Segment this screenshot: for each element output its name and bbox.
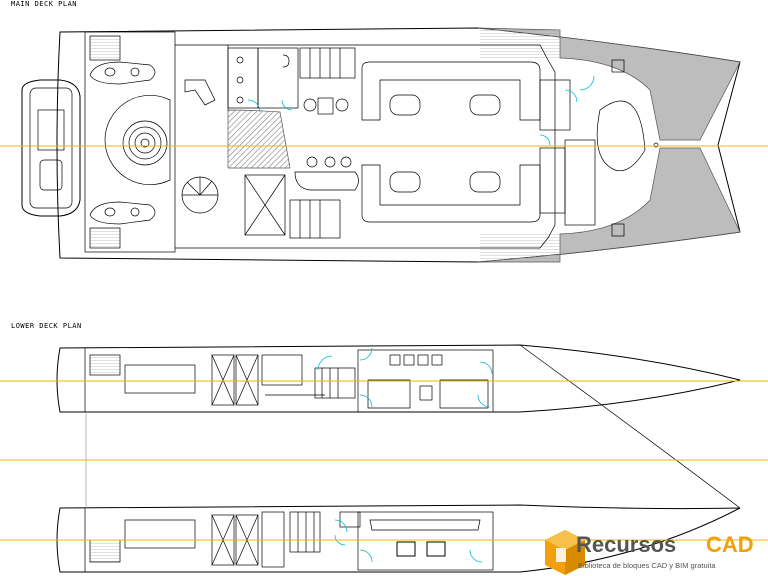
tender-boat: [21, 79, 81, 217]
spiral-stair: [181, 176, 219, 214]
main-deck-title: MAIN DECK PLAN: [11, 0, 78, 8]
main-deck-plan: [21, 27, 741, 263]
lower-deck-title: LOWER DECK PLAN: [11, 322, 82, 330]
lower-deck-plan: [56, 344, 741, 573]
watermark-brand-part1: Recursos: [576, 532, 676, 557]
main-deck-doors: [247, 75, 595, 146]
jet-ski-bottom: [89, 201, 156, 225]
jacuzzi: [104, 94, 171, 186]
watermark-brand-part2: CAD: [706, 532, 754, 557]
watermark-tagline: Biblioteca de bloques CAD y BIM gratuita: [578, 561, 716, 570]
recursoscad-logo-icon: [545, 530, 585, 575]
jet-ski-top: [89, 61, 156, 85]
recursoscad-watermark: Recursos CAD Biblioteca de bloques CAD y…: [545, 530, 754, 575]
lower-deck-doors: [317, 347, 493, 563]
